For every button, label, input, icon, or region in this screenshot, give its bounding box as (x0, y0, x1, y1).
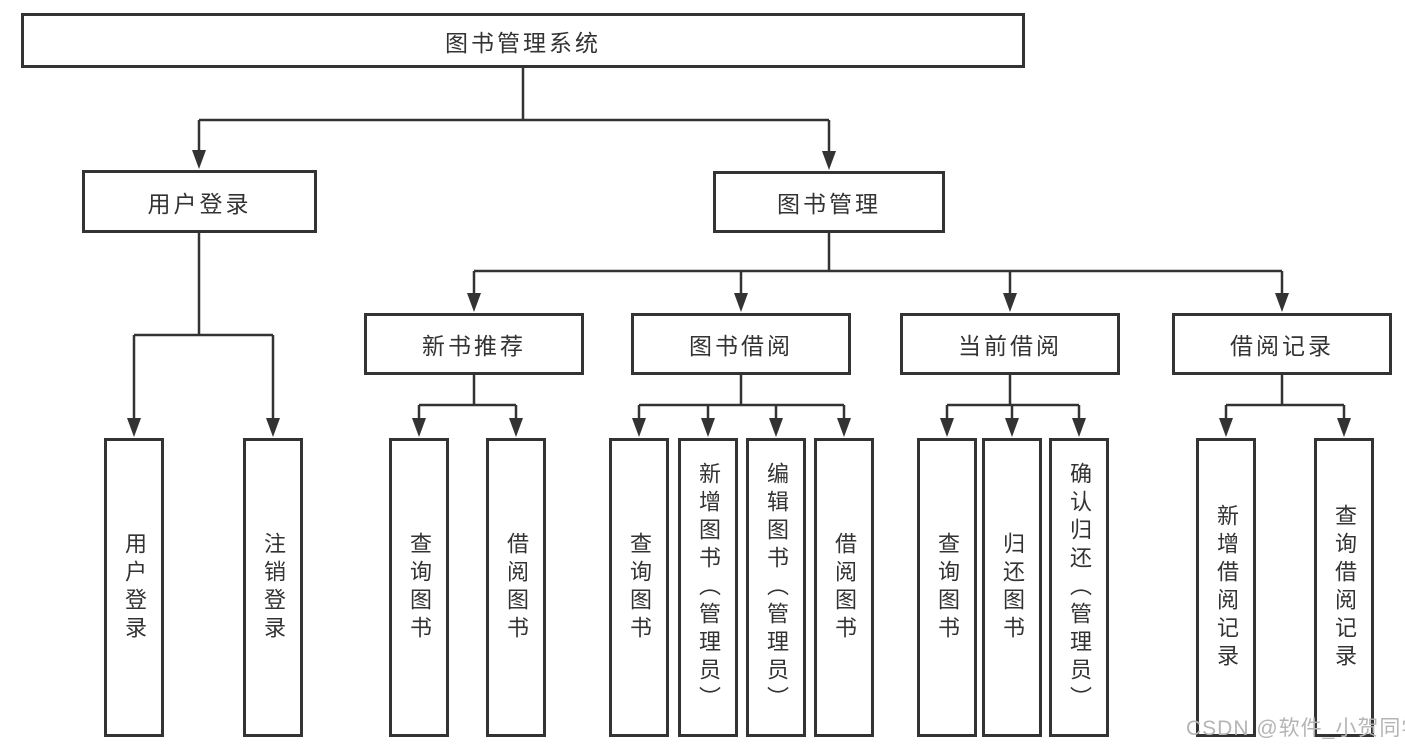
node-query-books-recommend: 查询图书 (389, 438, 449, 737)
node-return-books: 归还图书 (982, 438, 1042, 737)
node-add-books-admin: 新增图书（管理员） (678, 438, 738, 737)
node-library-system: 图书管理系统 (21, 13, 1025, 68)
node-user-login-leaf: 用户登录 (104, 438, 164, 737)
arrowheads (127, 150, 1351, 437)
node-borrow-books-borrowing: 借阅图书 (814, 438, 874, 737)
node-query-books-current: 查询图书 (917, 438, 977, 737)
node-confirm-return-admin: 确认归还（管理员） (1049, 438, 1109, 737)
node-borrowing-records: 借阅记录 (1172, 313, 1392, 375)
node-logout-leaf: 注销登录 (243, 438, 303, 737)
node-book-borrowing: 图书借阅 (631, 313, 851, 375)
node-new-book-recommendation: 新书推荐 (364, 313, 584, 375)
node-current-borrowing: 当前借阅 (900, 313, 1120, 375)
node-book-management: 图书管理 (713, 171, 945, 233)
node-query-borrow-record: 查询借阅记录 (1314, 438, 1374, 737)
node-edit-books-admin: 编辑图书（管理员） (746, 438, 806, 737)
node-query-books-borrowing: 查询图书 (609, 438, 669, 737)
node-borrow-books-recommend: 借阅图书 (486, 438, 546, 737)
node-user-login: 用户登录 (82, 170, 317, 233)
watermark: CSDN @软件_小贺同学 (1186, 717, 1405, 740)
node-add-borrow-record: 新增借阅记录 (1196, 438, 1256, 737)
